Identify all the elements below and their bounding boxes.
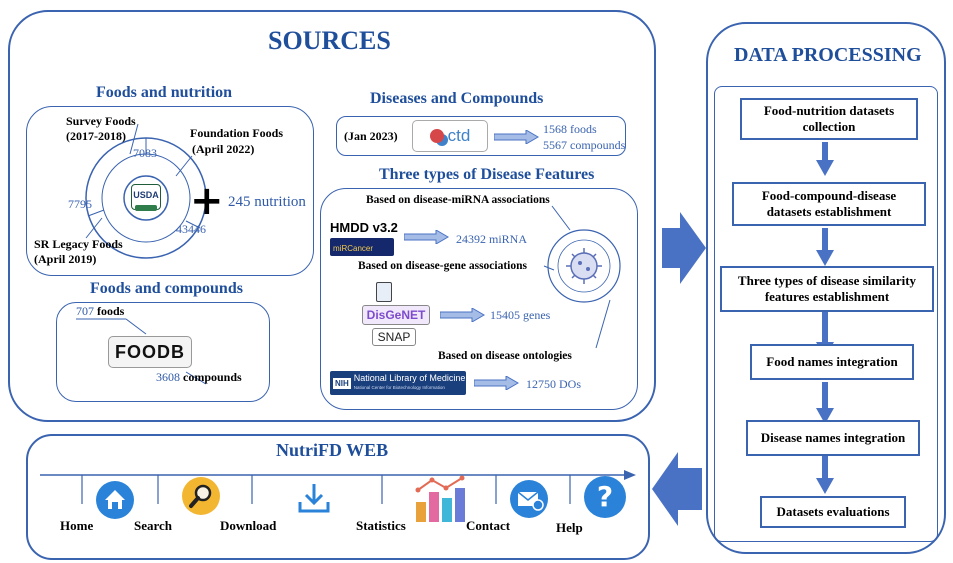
nlm-title: National Library of Medicine bbox=[353, 373, 466, 383]
home-glyph bbox=[105, 490, 125, 509]
home-icon[interactable] bbox=[96, 481, 134, 519]
compounds-count: 3608 bbox=[156, 370, 180, 384]
nav-help[interactable]: Help bbox=[556, 520, 583, 535]
step-food-compound-disease: Food-compound-disease datasets establish… bbox=[732, 182, 926, 226]
dos-arrow bbox=[474, 376, 519, 390]
mircancer-logo-text: miRCancer bbox=[333, 244, 374, 253]
contact-glyph bbox=[517, 491, 544, 511]
usda-logo-text: USDA bbox=[133, 190, 159, 200]
mirna-count: 24392 miRNA bbox=[456, 232, 528, 246]
gene-assoc-label: Based on disease-gene associations bbox=[358, 260, 527, 272]
nav-search[interactable]: Search bbox=[134, 518, 173, 533]
foodb-connectors bbox=[76, 318, 207, 385]
nih-badge: NIH bbox=[333, 377, 351, 389]
foods-label: foods bbox=[97, 304, 125, 318]
genes-count: 15405 genes bbox=[490, 308, 551, 322]
sr-legacy-label: SR Legacy Foods bbox=[34, 237, 123, 251]
ctd-logo: ctd bbox=[412, 120, 488, 152]
ctd-arrow bbox=[494, 130, 539, 144]
sources-panel bbox=[8, 10, 656, 422]
snap-logo: SNAP bbox=[372, 328, 416, 346]
foods-compounds-box bbox=[56, 302, 270, 402]
genes-arrow bbox=[440, 308, 485, 322]
foundation-foods-label: Foundation Foods bbox=[190, 126, 284, 140]
diseases-compounds-box bbox=[336, 116, 626, 156]
search-icon[interactable] bbox=[182, 477, 220, 515]
web-title: NutriFD WEB bbox=[276, 440, 389, 460]
usda-diagram bbox=[85, 123, 207, 259]
disgenet-logo: DisGeNET bbox=[362, 305, 430, 325]
usda-swoosh bbox=[135, 205, 157, 211]
survey-count: 7083 bbox=[133, 146, 157, 160]
dos-count: 12750 DOs bbox=[526, 377, 582, 391]
processing-flow-arrows bbox=[816, 142, 834, 494]
help-icon[interactable]: ? bbox=[584, 476, 626, 518]
mirna-arrow bbox=[404, 230, 449, 244]
disease-features-title: Three types of Disease Features bbox=[379, 166, 595, 183]
step-disease-names: Disease names integration bbox=[746, 420, 920, 456]
web-timeline bbox=[40, 470, 636, 504]
contact-icon[interactable] bbox=[510, 480, 548, 518]
diseases-compounds-title: Diseases and Compounds bbox=[370, 90, 544, 107]
arrow-right-big bbox=[662, 212, 706, 284]
step-disease-similarity: Three types of disease similarity featur… bbox=[720, 266, 934, 312]
foods-count-row: 707 foods bbox=[76, 304, 124, 319]
ctd-molecule-icon bbox=[429, 129, 444, 143]
usda-logo: USDA bbox=[131, 184, 161, 211]
ctd-logo-text: ctd bbox=[447, 126, 471, 145]
nav-home[interactable]: Home bbox=[60, 518, 94, 533]
mirna-assoc-label: Based on disease-miRNA associations bbox=[366, 194, 550, 206]
step-food-nutrition: Food-nutrition datasets collection bbox=[740, 98, 918, 140]
statistics-icon[interactable] bbox=[412, 474, 472, 524]
nav-statistics[interactable]: Statistics bbox=[356, 518, 406, 533]
disease-features-box bbox=[320, 188, 638, 410]
statistics-glyph bbox=[415, 475, 465, 522]
nlm-logo: NIH National Library of Medicine Nationa… bbox=[330, 371, 466, 395]
processing-title: DATA PROCESSING bbox=[734, 44, 922, 66]
ctd-date: (Jan 2023) bbox=[344, 129, 398, 143]
survey-foods-label: Survey Foods bbox=[66, 114, 136, 128]
step-food-names: Food names integration bbox=[750, 344, 914, 380]
ontologies-label: Based on disease ontologies bbox=[438, 350, 572, 362]
processing-panel bbox=[706, 22, 946, 554]
survey-foods-date: (2017-2018) bbox=[66, 129, 126, 143]
ctd-compounds: 5567 compounds bbox=[543, 138, 626, 152]
sr-count: 7795 bbox=[68, 197, 92, 211]
sources-title: SOURCES bbox=[268, 26, 391, 55]
step-datasets-evaluations: Datasets evaluations bbox=[760, 496, 906, 528]
foodb-logo-text: FOODB bbox=[115, 341, 185, 362]
foundation-foods-date: (April 2022) bbox=[192, 142, 255, 156]
web-panel bbox=[26, 434, 650, 560]
nutrition-count: 245 nutrition bbox=[228, 194, 306, 210]
hmdd-label: HMDD v3.2 bbox=[330, 220, 398, 235]
download-icon[interactable] bbox=[296, 480, 332, 516]
sr-legacy-date: (April 2019) bbox=[34, 252, 97, 266]
document-icon bbox=[376, 282, 392, 302]
processing-inner bbox=[714, 86, 938, 542]
disgenet-logo-text: DisGeNET bbox=[366, 308, 426, 322]
arrow-left-big bbox=[652, 452, 702, 526]
download-glyph bbox=[298, 484, 330, 513]
virus-icon bbox=[547, 229, 621, 303]
mircancer-logo: miRCancer bbox=[330, 238, 394, 256]
nav-download[interactable]: Download bbox=[220, 518, 277, 533]
foods-count: 707 bbox=[76, 304, 94, 318]
feature-connectors bbox=[543, 205, 611, 349]
foundation-count: 43446 bbox=[176, 222, 206, 236]
ctd-foods: 1568 foods bbox=[543, 122, 597, 136]
compounds-label: compounds bbox=[183, 370, 242, 384]
foods-nutrition-box bbox=[26, 106, 314, 276]
snap-logo-text: SNAP bbox=[377, 330, 411, 344]
help-glyph: ? bbox=[596, 480, 614, 513]
nav-contact[interactable]: Contact bbox=[466, 518, 511, 533]
foodb-logo: FOODB bbox=[108, 336, 192, 368]
plus-icon: + bbox=[190, 178, 224, 224]
compounds-count-row: 3608 compounds bbox=[156, 370, 242, 385]
foods-nutrition-title: Foods and nutrition bbox=[96, 84, 233, 101]
nlm-text: National Library of Medicine National Ce… bbox=[354, 373, 466, 393]
nlm-subtitle: National Center for Biotechnology Inform… bbox=[353, 385, 445, 390]
foods-compounds-title: Foods and compounds bbox=[90, 280, 243, 297]
search-glyph bbox=[189, 484, 212, 508]
